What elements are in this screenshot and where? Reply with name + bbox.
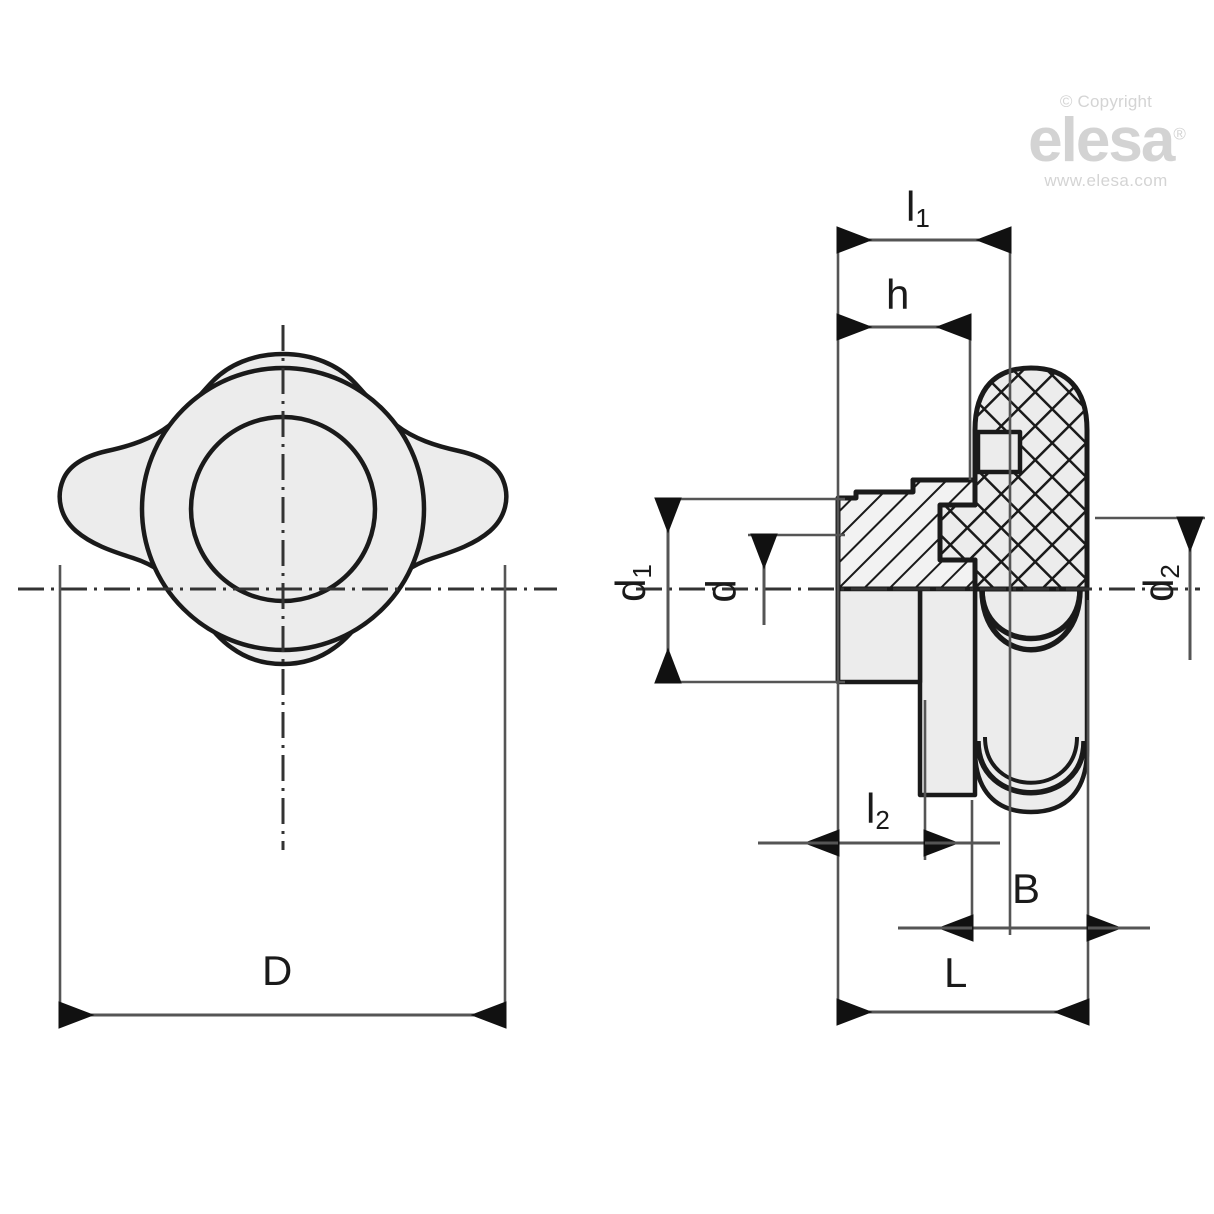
dimension-label-D: D xyxy=(262,947,293,994)
dimension-label-l2: l2 xyxy=(866,785,890,835)
dimension-label-h: h xyxy=(886,271,910,318)
metal-insert-stem-lower xyxy=(917,586,978,798)
dimension-label-L: L xyxy=(944,949,968,996)
elesa-logo-text: elesa® xyxy=(1028,106,1186,175)
plastic-relief-pocket xyxy=(975,429,1023,475)
metal-insert-collar-lower xyxy=(835,586,923,685)
section-view-group xyxy=(636,226,1205,1026)
dimension-label-l1: l1 xyxy=(906,183,930,233)
elesa-url-text: www.elesa.com xyxy=(1044,170,1168,190)
knob-outer-silhouette-lower xyxy=(972,586,1090,815)
copyright-text: © Copyright xyxy=(1059,92,1153,111)
dimension-label-d2: d2 xyxy=(1134,564,1185,602)
dimension-label-B: B xyxy=(1012,865,1041,912)
front-view-group xyxy=(18,325,557,1029)
lower-lobe-arc-lower-inner xyxy=(983,736,1079,785)
elesa-watermark: © Copyright elesa® www.elesa.com xyxy=(1010,92,1202,191)
upper-lobe-arc xyxy=(979,588,1083,642)
lower-lobe-arc-lower xyxy=(975,740,1087,796)
dimension-label-d: d xyxy=(697,579,745,603)
dimension-label-d1: d1 xyxy=(606,564,657,602)
